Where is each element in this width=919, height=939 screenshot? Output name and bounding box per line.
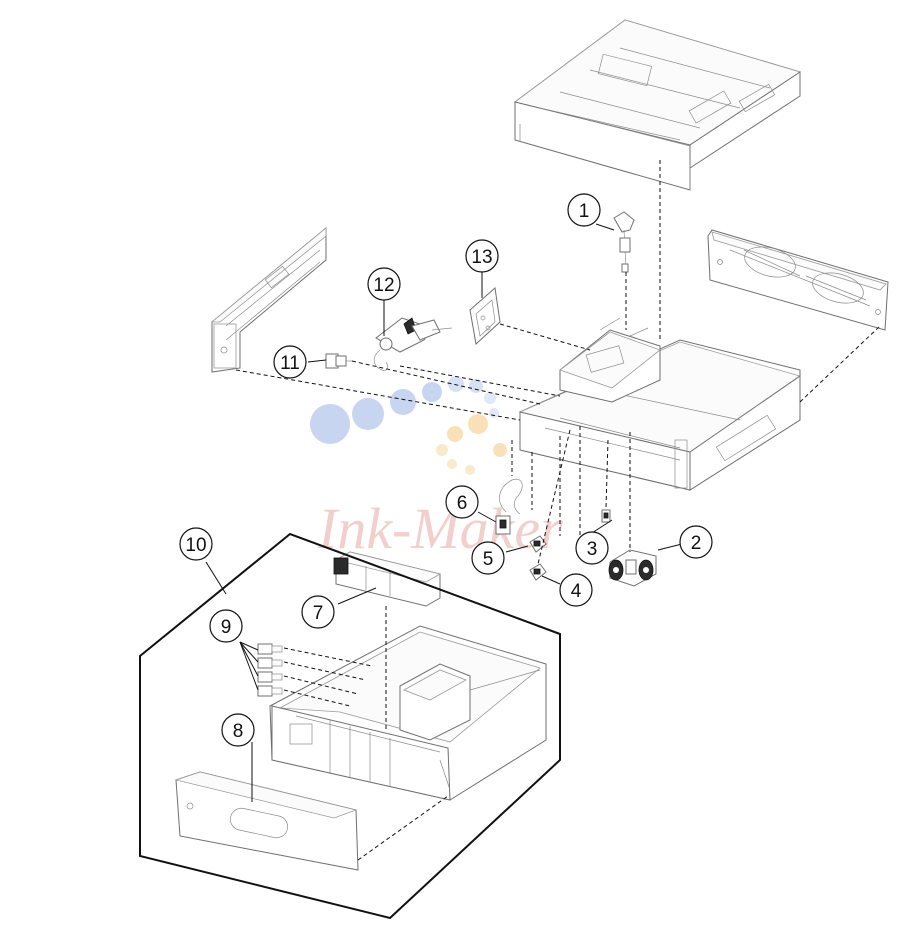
part-1-sensor-actuator — [613, 211, 635, 273]
callout-3: 3 — [575, 531, 609, 565]
callout-9-label: 9 — [221, 617, 232, 638]
part-13-control-board — [469, 287, 501, 345]
callout-10: 10 — [179, 527, 213, 561]
left-side-rail — [210, 226, 327, 373]
callout-2: 2 — [679, 525, 713, 559]
watermark-text: Ink-Maker — [317, 496, 563, 561]
callout-6-label: 6 — [457, 493, 468, 514]
right-side-rail — [707, 229, 889, 331]
callout-13-label: 13 — [471, 247, 492, 268]
callout-8-label: 8 — [233, 721, 244, 742]
part-2-pick-roller-assembly — [608, 549, 657, 587]
part-3-clip — [601, 509, 611, 523]
callout-1-label: 1 — [579, 201, 590, 222]
callout-11-label: 11 — [280, 353, 300, 374]
callout-11: 11 — [273, 345, 307, 379]
callout-1: 1 — [567, 193, 601, 227]
part-11-roller — [325, 353, 352, 369]
callout-10-label: 10 — [185, 535, 206, 556]
tray-assembly-frame — [139, 532, 561, 920]
part-8-tray-front — [174, 771, 359, 871]
callout-9: 9 — [209, 609, 243, 643]
part-9-clips — [257, 643, 283, 697]
callout-12-label: 12 — [373, 275, 394, 296]
callout-2-label: 2 — [691, 533, 702, 554]
callout-8: 8 — [221, 713, 255, 747]
top-cover-assembly — [514, 19, 801, 191]
callout-12: 12 — [367, 267, 401, 301]
callout-5-label: 5 — [483, 549, 494, 570]
callout-3-label: 3 — [587, 539, 598, 560]
leader-lines — [205, 223, 683, 802]
part-12-pick-arm-assembly — [373, 317, 453, 371]
part-5-latch — [529, 535, 547, 553]
callout-13: 13 — [465, 239, 499, 273]
callout-4: 4 — [559, 573, 593, 607]
part-4-latch — [529, 563, 547, 581]
tray-frame-assembly — [518, 317, 801, 491]
part-6-cable-sensor — [495, 478, 523, 535]
paper-tray — [269, 625, 547, 801]
callout-4-label: 4 — [571, 581, 582, 602]
callout-7: 7 — [301, 595, 335, 629]
assembly-dashed-lines — [235, 160, 881, 861]
callout-7-label: 7 — [313, 603, 324, 624]
callout-6: 6 — [445, 485, 479, 519]
callout-5: 5 — [471, 541, 505, 575]
part-7-separator-bar — [333, 551, 442, 607]
